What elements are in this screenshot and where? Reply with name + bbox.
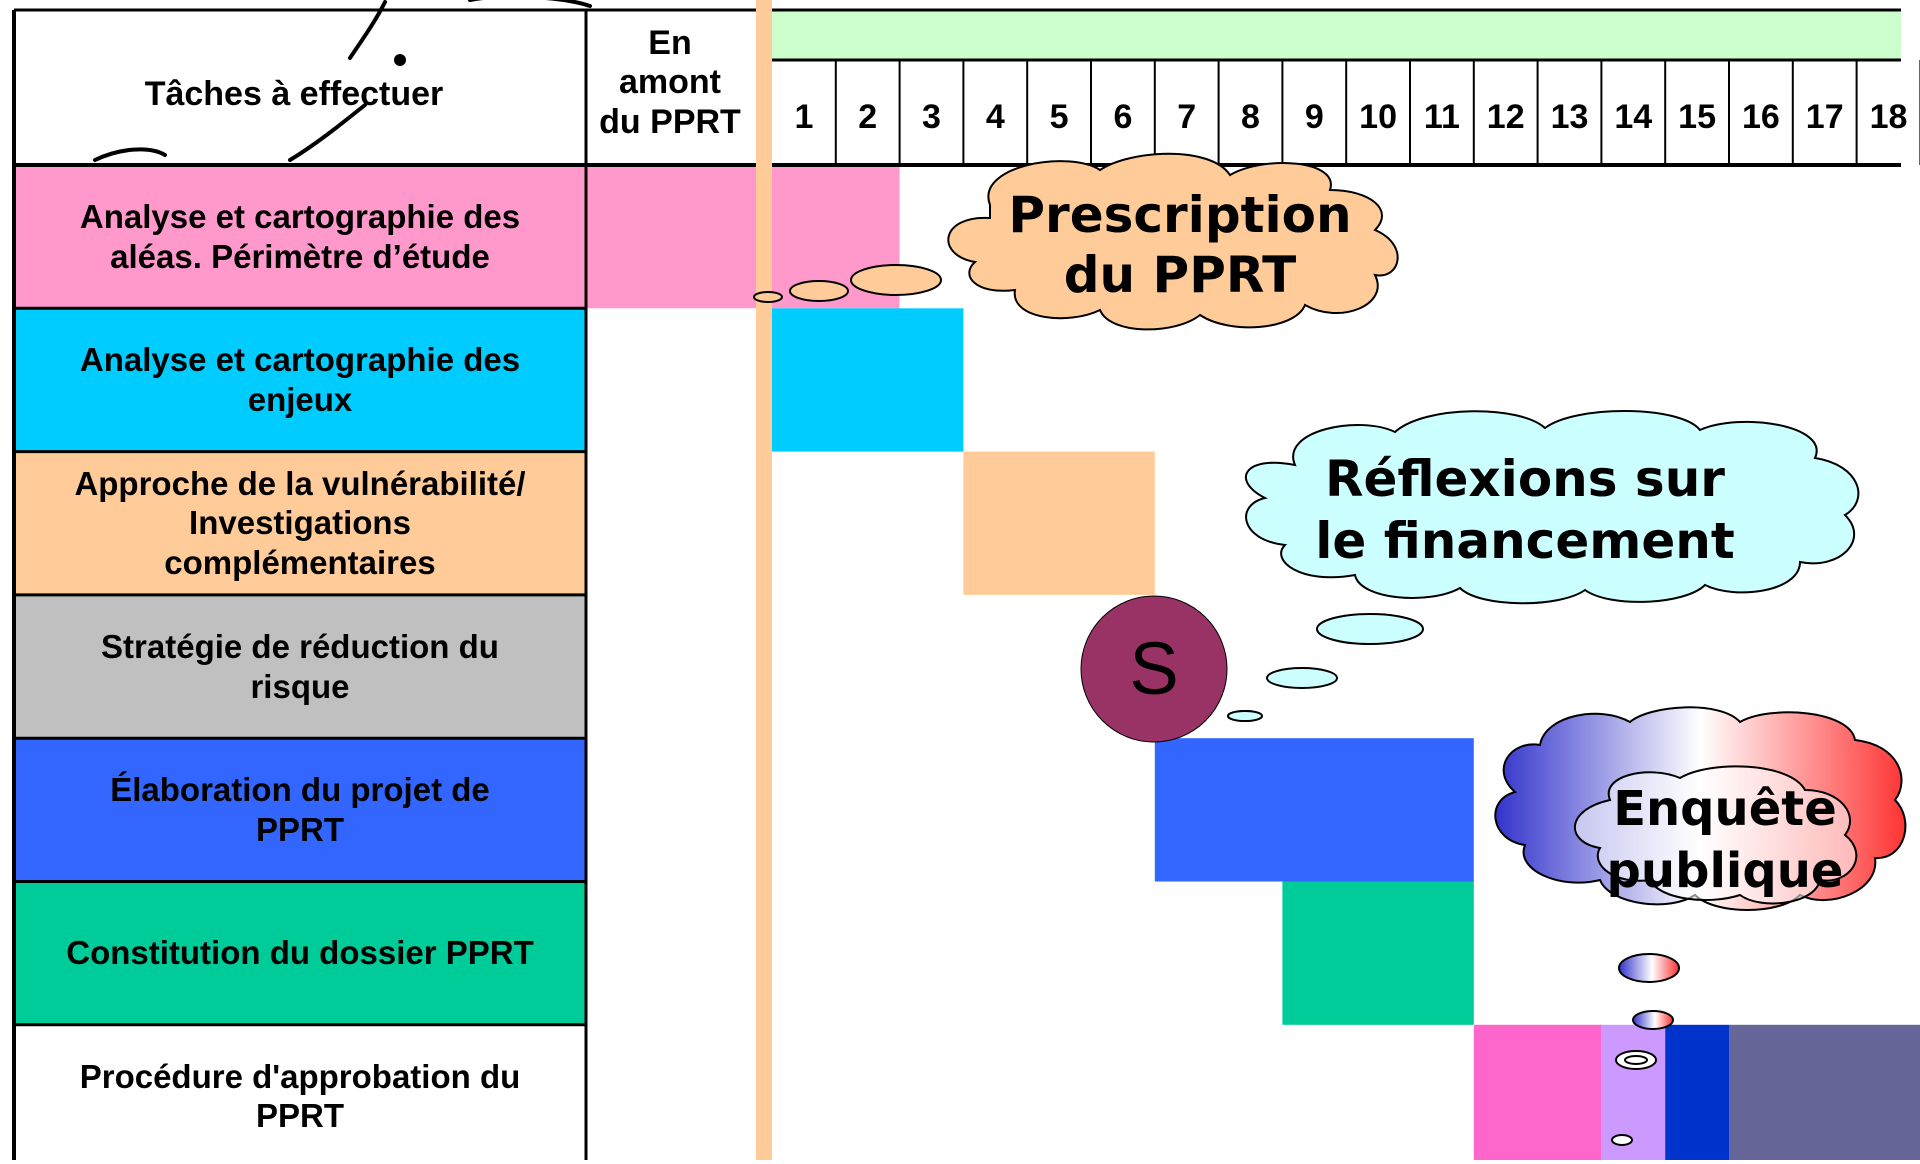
- task-label-line: Procédure d'approbation du: [79, 1057, 521, 1095]
- before-separator: [756, 0, 772, 1160]
- callout-prescription-text: Prescription du PPRT: [1008, 180, 1352, 310]
- task-row-bg: [14, 594, 586, 739]
- month-label: 9: [1304, 98, 1324, 137]
- task-label-line: Analyse et cartographie des: [79, 198, 521, 236]
- task-label-line: aléas. Périmètre d’étude: [110, 237, 490, 275]
- milestone-label: S: [1129, 626, 1179, 710]
- gantt-bar: [772, 308, 964, 452]
- gantt-bar: [963, 451, 1155, 595]
- header-scribble: [93, 0, 592, 162]
- task-row-bg: [14, 308, 586, 452]
- month-label: 7: [1177, 98, 1197, 137]
- task-row-bg: [14, 1024, 586, 1164]
- milestone-strategie: [1080, 595, 1228, 743]
- thought-bubble: [789, 280, 849, 302]
- header-before-line: du PPRT: [599, 102, 741, 141]
- task-row-bg: [14, 881, 586, 1025]
- callout-line: Réflexions sur: [1325, 449, 1725, 508]
- thought-bubble: [753, 291, 783, 303]
- task-row-backgrounds: [14, 10, 1901, 1164]
- month-label: 16: [1741, 98, 1780, 137]
- callout-line: le financement: [1315, 512, 1735, 570]
- thought-bubble: [1227, 710, 1263, 722]
- month-label: 10: [1359, 98, 1397, 137]
- timeline-header-band: [756, 10, 1901, 60]
- month-label: 12: [1486, 98, 1525, 137]
- month-label: 14: [1614, 98, 1653, 137]
- task-label-line: Approche de la vulnérabilité/: [74, 464, 526, 502]
- task-label-line: Élaboration du projet de: [110, 771, 490, 809]
- gantt-bar: [1729, 1024, 1920, 1160]
- task-label-line: PPRT: [255, 810, 344, 848]
- thought-bubble: [1266, 667, 1338, 689]
- month-label: 18: [1869, 98, 1908, 137]
- gantt-bar: [1665, 1024, 1729, 1160]
- task-label-line: Stratégie de réduction du: [101, 627, 499, 665]
- callout-prescription: [753, 152, 1399, 331]
- month-label: 8: [1241, 98, 1260, 137]
- task-row-bg: [14, 451, 586, 595]
- task-label-line: enjeux: [247, 380, 353, 418]
- gantt-bar: [1282, 881, 1474, 1025]
- month-label: 11: [1423, 98, 1460, 137]
- month-label: 5: [1049, 98, 1069, 137]
- task-label-line: complémentaires: [164, 544, 436, 582]
- month-label: 17: [1805, 98, 1844, 137]
- month-label: 2: [858, 98, 878, 137]
- header-tasks-title: Tâches à effectuer: [144, 74, 444, 113]
- gantt-bar: [1601, 1024, 1666, 1160]
- callout-enquete-text: Enquête publique: [1595, 775, 1855, 905]
- task-label: Constitution du dossier PPRT: [18, 886, 582, 1021]
- header-before-line: En: [648, 24, 692, 63]
- gantt-bar: [586, 165, 900, 309]
- gantt-bar: [1154, 738, 1474, 882]
- callout-financement: [1227, 410, 1860, 722]
- gantt-bars: [586, 165, 1920, 1160]
- month-label: 3: [922, 98, 941, 137]
- task-row-bg: [14, 165, 586, 309]
- thought-bubble: [1632, 1010, 1674, 1030]
- month-label: 15: [1678, 98, 1716, 137]
- thought-bubble: [1316, 613, 1424, 645]
- thought-bubble: [1615, 1050, 1657, 1070]
- month-label: 6: [1113, 98, 1133, 137]
- thought-bubble: [850, 264, 942, 296]
- month-label: 13: [1550, 98, 1589, 137]
- thought-bubble: [1624, 1055, 1648, 1065]
- callout-line: publique: [1606, 843, 1844, 899]
- callout-line: Enquête: [1613, 780, 1837, 837]
- gantt-bar: [1473, 1024, 1602, 1160]
- header-before-line: amont: [619, 63, 721, 102]
- header-before-title: En amont du PPRT: [586, 12, 754, 154]
- task-label-line: Constitution du dossier PPRT: [66, 934, 534, 972]
- month-label: 4: [985, 98, 1005, 137]
- task-label-line: Analyse et cartographie des: [79, 341, 521, 379]
- table-grid: [12, 8, 1920, 1160]
- milestone-circle: [1080, 595, 1228, 743]
- task-label-line: risque: [250, 667, 350, 705]
- callout-enquete: [1494, 706, 1907, 1146]
- thought-bubble: [1618, 953, 1680, 983]
- task-label-line: PPRT: [255, 1097, 344, 1135]
- task-label: Approche de la vulnérabilité/Investigati…: [18, 456, 582, 591]
- task-row-bg: [14, 738, 586, 882]
- cloud-shape: [1244, 410, 1860, 605]
- month-label: 1: [794, 98, 814, 137]
- thought-bubble: [1611, 1134, 1633, 1146]
- callout-line: Prescription: [1008, 186, 1352, 244]
- cloud-inner: [1573, 765, 1858, 905]
- cloud-shape: [947, 152, 1399, 331]
- callout-financement-text: Réflexions sur le financement: [1300, 445, 1750, 575]
- callout-line: du PPRT: [1063, 246, 1297, 304]
- task-label-line: Investigations: [189, 504, 411, 542]
